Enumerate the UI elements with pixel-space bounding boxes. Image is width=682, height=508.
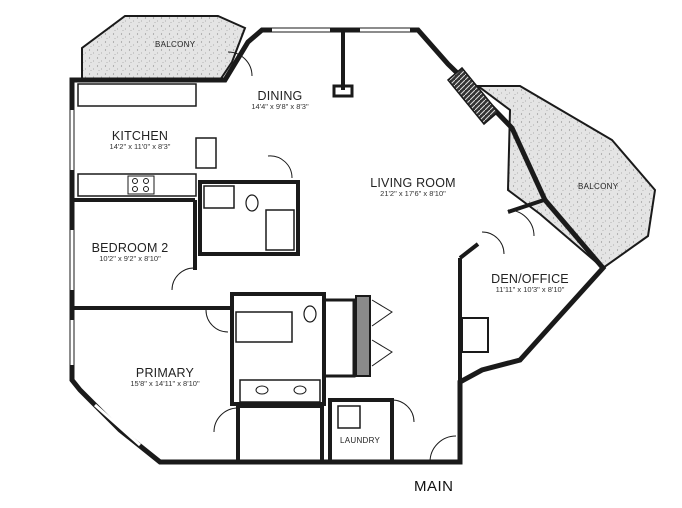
bathroom-2-vanity bbox=[203, 185, 235, 209]
den-door-arc bbox=[481, 231, 505, 255]
washer bbox=[337, 405, 361, 429]
bathroom-2-door-arc bbox=[267, 155, 293, 179]
walk-in-closet bbox=[236, 404, 324, 464]
laundry-label: LAUNDRY bbox=[340, 436, 381, 445]
laundry-door-arc bbox=[391, 399, 415, 423]
room-kitchen: KITCHEN 14'2" x 11'0" x 8'3" bbox=[90, 129, 190, 152]
bedroom2-door-arc bbox=[171, 267, 195, 291]
room-name: LIVING ROOM bbox=[370, 176, 456, 190]
room-name: PRIMARY bbox=[135, 366, 195, 380]
column-block bbox=[332, 84, 354, 98]
room-dimensions: 10'2" x 9'2" x 8'10" bbox=[99, 254, 161, 264]
closet-bifold-door bbox=[371, 299, 393, 367]
room-den-office: DEN/OFFICE 11'11" x 10'3" x 8'10" bbox=[480, 272, 580, 295]
den-closet bbox=[461, 317, 489, 353]
entry-door-arc bbox=[429, 435, 457, 463]
closet-wet bbox=[355, 295, 371, 377]
fireplace bbox=[446, 66, 500, 126]
toilet-icon bbox=[245, 194, 259, 212]
primary-shower bbox=[235, 311, 293, 343]
bathroom-2-shower bbox=[265, 209, 295, 251]
stove-icon bbox=[127, 175, 155, 195]
main-entry-label: MAIN bbox=[414, 478, 454, 495]
kitchen-counter-top bbox=[77, 83, 197, 107]
kitchen-counter-bottom bbox=[77, 173, 197, 197]
balcony-door-arc bbox=[507, 209, 535, 237]
room-dimensions: 14'2" x 11'0" x 8'3" bbox=[109, 142, 171, 152]
room-primary: PRIMARY 15'8" x 14'11" x 8'10" bbox=[115, 366, 215, 389]
laundry-room bbox=[328, 398, 394, 464]
balcony-right-area bbox=[475, 85, 657, 270]
toilet-icon bbox=[303, 305, 317, 323]
primary-vanity bbox=[239, 379, 321, 403]
den-office-wall bbox=[458, 198, 545, 382]
room-dining: DINING 14'4" x 9'8" x 8'3" bbox=[230, 89, 330, 112]
room-bedroom-2: BEDROOM 2 10'2" x 9'2" x 8'10" bbox=[80, 241, 180, 264]
kitchen-sink bbox=[195, 137, 217, 169]
sink-icon bbox=[255, 385, 269, 395]
room-dimensions: 11'11" x 10'3" x 8'10" bbox=[495, 285, 565, 295]
primary-bath bbox=[230, 292, 326, 406]
sink-icon bbox=[293, 385, 307, 395]
balcony-top-area bbox=[81, 15, 247, 81]
room-name: BEDROOM 2 bbox=[91, 241, 169, 255]
bathroom-2 bbox=[198, 180, 300, 256]
room-dimensions: 14'4" x 9'8" x 8'3" bbox=[251, 102, 309, 112]
room-name: DEN/OFFICE bbox=[491, 272, 569, 286]
closet-door-arc bbox=[213, 407, 239, 433]
balcony-top-label: BALCONY bbox=[155, 40, 196, 49]
balcony-right-label: BALCONY bbox=[578, 182, 619, 191]
primary-door-arc bbox=[205, 309, 229, 333]
room-living: LIVING ROOM 21'2" x 17'6" x 8'10" bbox=[358, 176, 468, 199]
room-name: KITCHEN bbox=[111, 129, 169, 143]
bathtub bbox=[322, 298, 356, 378]
window bbox=[94, 403, 141, 447]
dining-balcony-door-arc bbox=[227, 51, 253, 77]
room-name: DINING bbox=[257, 89, 303, 103]
room-dimensions: 21'2" x 17'6" x 8'10" bbox=[380, 189, 446, 199]
room-dimensions: 15'8" x 14'11" x 8'10" bbox=[130, 379, 200, 389]
